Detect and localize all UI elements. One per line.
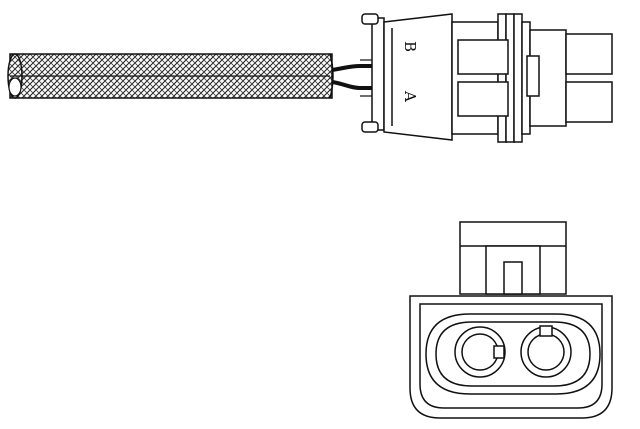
pin-label-a: A (401, 90, 419, 102)
lead-wires (331, 59, 372, 97)
pin-label-b: B (401, 41, 419, 52)
connector-side-view (361, 13, 613, 143)
connector-front-view (409, 221, 613, 419)
braided-cable (7, 53, 334, 99)
